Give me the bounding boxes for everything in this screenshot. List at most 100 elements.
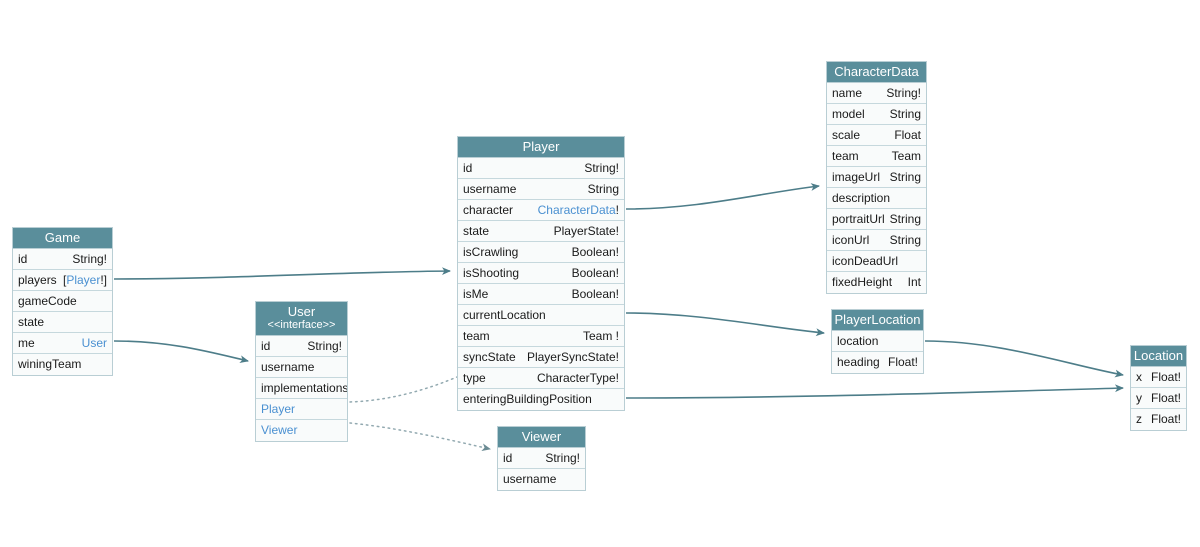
field-name: id xyxy=(18,252,28,266)
field-name: syncState xyxy=(463,350,516,364)
edge-playerlocation-location-to-location xyxy=(924,340,1124,378)
entity-game[interactable]: GameidString!players[Player!]gameCodeStr… xyxy=(12,227,113,376)
field-type: Boolean! xyxy=(571,266,619,280)
field-type: String xyxy=(549,489,580,490)
field-name: scale xyxy=(832,128,861,142)
field-row[interactable]: winingTeamTeam xyxy=(13,354,112,375)
field-name: location xyxy=(837,334,879,348)
field-type: CharacterData! xyxy=(537,203,619,217)
field-name: model xyxy=(832,107,865,121)
field-type: String! xyxy=(307,339,342,353)
entity-header-characterdata: CharacterData xyxy=(827,62,926,83)
implementations-label: implementations xyxy=(256,378,347,399)
implementation-row[interactable]: Viewer xyxy=(256,420,347,441)
field-row[interactable]: enteringBuildingPositionLocation xyxy=(458,389,624,410)
field-type: Team xyxy=(78,374,107,375)
field-name: x xyxy=(1136,370,1142,384)
entity-header-location: Location xyxy=(1131,346,1186,367)
field-type: String xyxy=(587,182,619,196)
edge-game-players-to-player xyxy=(113,267,451,280)
field-row[interactable]: scale Float xyxy=(827,125,926,146)
edge-player-character-to-characterdata xyxy=(625,183,820,210)
field-name: id xyxy=(503,451,513,465)
implementation-row[interactable]: Player xyxy=(256,399,347,420)
field-row[interactable]: id String! xyxy=(458,158,624,179)
field-name: iconDeadUrl xyxy=(832,254,899,268)
field-name: character xyxy=(463,203,514,217)
field-row[interactable]: model String xyxy=(827,104,926,125)
field-name: fixedHeight xyxy=(832,275,893,289)
field-name: username xyxy=(503,472,557,486)
field-type: String! xyxy=(72,252,107,266)
field-row[interactable]: gameCodeString! xyxy=(13,291,112,312)
field-name: team xyxy=(463,329,490,343)
field-row[interactable]: fixedHeight Int xyxy=(827,272,926,293)
edge-player-currentlocation-to-playerlocation xyxy=(625,312,825,337)
field-row[interactable]: id String! xyxy=(13,249,112,270)
entity-header-user: User<<interface>> xyxy=(256,302,347,336)
field-name: me xyxy=(18,336,35,350)
field-row[interactable]: locationLocation! xyxy=(832,331,923,352)
field-name: gameCode xyxy=(18,294,77,308)
entity-playerlocation[interactable]: PlayerLocationlocationLocation!headingFl… xyxy=(831,309,924,374)
field-row[interactable]: username String xyxy=(458,179,624,200)
field-name: isShooting xyxy=(463,266,520,280)
field-type: Int xyxy=(907,275,921,289)
field-name: team xyxy=(832,149,859,163)
entity-header-viewer: Viewer xyxy=(498,427,585,448)
field-type: String xyxy=(889,107,921,121)
field-name: currentLocation xyxy=(463,308,546,322)
field-name: description xyxy=(832,191,891,205)
field-type: String! xyxy=(584,161,619,175)
field-type: String xyxy=(889,212,921,226)
field-row[interactable]: currentLocationPlayerLocation! xyxy=(458,305,624,326)
field-row[interactable]: iconDeadUrlString xyxy=(827,251,926,272)
field-name: state xyxy=(463,224,490,238)
field-name: id xyxy=(463,161,473,175)
field-row[interactable]: players[Player!] xyxy=(13,270,112,291)
field-row[interactable]: descriptionString xyxy=(827,188,926,209)
field-name: z xyxy=(1136,412,1142,426)
field-row[interactable]: isShooting Boolean! xyxy=(458,263,624,284)
field-name: portraitUrl xyxy=(832,212,885,226)
field-row[interactable]: stateGameState! xyxy=(13,312,112,333)
edge-user-impl-player xyxy=(349,369,474,403)
field-type: Float xyxy=(894,128,921,142)
field-type: User xyxy=(81,336,107,350)
field-name: enteringBuildingPosition xyxy=(463,392,592,406)
field-name: name xyxy=(832,86,863,100)
field-row[interactable]: me User xyxy=(13,333,112,354)
entity-user[interactable]: User<<interface>>idString!usernameString… xyxy=(255,301,348,442)
field-type: Boolean! xyxy=(571,287,619,301)
field-type: Float! xyxy=(1150,370,1181,384)
field-type: String xyxy=(889,233,921,247)
field-row[interactable]: x Float! xyxy=(1131,367,1186,388)
field-name: username xyxy=(463,182,517,196)
field-row[interactable]: character CharacterData! xyxy=(458,200,624,221)
field-name: type xyxy=(463,371,486,385)
field-row[interactable]: portraitUrl String xyxy=(827,209,926,230)
entity-title: User xyxy=(287,304,316,319)
field-type: Float! xyxy=(887,355,918,369)
